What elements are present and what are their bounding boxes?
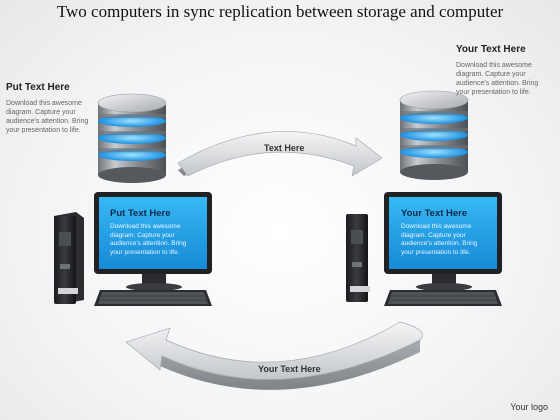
left-panel-line: Download this awesome: [6, 100, 82, 107]
right-panel-line: diagram. Capture your: [456, 71, 526, 78]
sync-arrow-icon: [177, 131, 383, 177]
top-arrow-label: Text Here: [264, 143, 305, 153]
page-title: Two computers in sync replication betwee…: [56, 2, 504, 21]
right-screen-heading: Your Text Here: [401, 208, 468, 219]
right-screen-body: Download this awesome diagram. Capture y…: [401, 223, 497, 257]
monitor-icon: [384, 192, 502, 291]
left-screen-line: diagram. Capture your: [110, 231, 175, 239]
right-screen-line: diagram. Capture your: [401, 231, 466, 239]
bottom-arrow-label: Your Text Here: [258, 364, 321, 374]
sync-arrow-icon: [125, 321, 423, 390]
left-panel-line: diagram. Capture your: [6, 109, 76, 116]
left-screen-line: audience's attention. Bring: [110, 240, 187, 247]
right-screen-line: your presentation to life.: [401, 248, 471, 256]
right-screen-line: audience's attention. Bring: [401, 240, 478, 247]
left-screen-line: Download this awesome: [110, 223, 181, 230]
database-icon: [97, 93, 167, 183]
database-icon: [399, 90, 469, 180]
tower-pc-icon: [346, 214, 370, 302]
left-panel-line: audience's attention. Bring: [6, 118, 89, 125]
keyboard-icon: [384, 290, 502, 306]
left-panel-body: Download this awesome diagram. Capture y…: [6, 99, 102, 135]
right-panel-line: Download this awesome: [456, 62, 532, 69]
right-panel-heading: Your Text Here: [456, 44, 526, 55]
left-screen-line: your presentation to life.: [110, 248, 180, 256]
right-panel-line: your presentation to life.: [456, 89, 531, 96]
left-panel-heading: Put Text Here: [6, 82, 70, 93]
right-panel-body: Download this awesome diagram. Capture y…: [456, 61, 556, 97]
right-panel-line: audience's attention. Bring: [456, 80, 539, 87]
monitor-icon: [94, 192, 212, 291]
right-screen-line: Download this awesome: [401, 223, 472, 230]
left-panel-line: your presentation to life.: [6, 127, 81, 134]
keyboard-icon: [94, 290, 212, 306]
logo-text: Your logo: [510, 402, 548, 412]
tower-pc-icon: [54, 212, 84, 304]
left-screen-heading: Put Text Here: [110, 208, 171, 219]
left-screen-body: Download this awesome diagram. Capture y…: [110, 223, 206, 257]
